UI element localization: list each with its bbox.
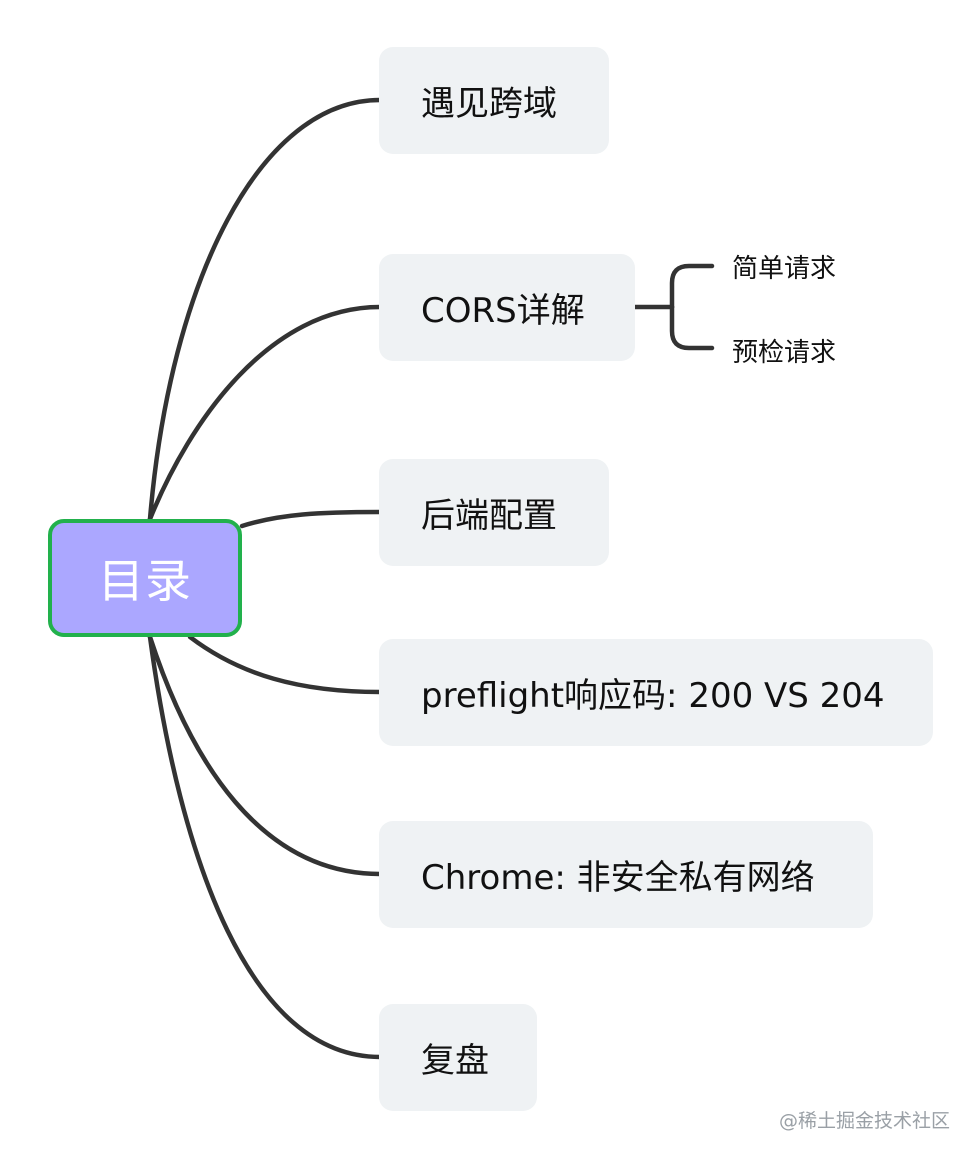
topic-label: CORS详解 [421,291,585,331]
bracket-lower [669,304,715,351]
topic-node[interactable]: 复盘 [379,1004,537,1111]
subtopic-label: 简单请求 [732,254,837,284]
subtopic-label: 预检请求 [732,338,837,368]
topic-label: 遇见跨域 [421,84,557,124]
root-node[interactable]: 目录 [48,519,242,637]
subtopic-node[interactable]: 简单请求 [732,248,836,285]
connector-root-to-topic-3 [239,509,383,529]
topic-label: preflight响应码: 200 VS 204 [421,676,885,716]
topic-node[interactable]: CORS详解 [379,254,635,361]
root-label: 目录 [98,554,192,608]
connector-root-to-topic-4 [187,634,383,695]
topic-node[interactable]: preflight响应码: 200 VS 204 [379,639,933,746]
topic-label: 复盘 [421,1041,489,1081]
bracket-upper [669,263,715,310]
subtopic-node[interactable]: 预检请求 [732,332,836,369]
connector-root-to-topic-1 [147,97,383,522]
topic-node[interactable]: Chrome: 非安全私有网络 [379,821,873,928]
topic-label: 后端配置 [421,496,557,536]
connector-root-to-topic-6 [147,634,383,1060]
topic-label: Chrome: 非安全私有网络 [421,858,815,898]
topic-node[interactable]: 后端配置 [379,459,609,566]
connector-root-to-topic-2 [147,304,383,522]
connector-root-to-topic-5 [147,634,383,877]
topic-node[interactable]: 遇见跨域 [379,47,609,154]
watermark: @稀土掘金技术社区 [778,1110,950,1132]
